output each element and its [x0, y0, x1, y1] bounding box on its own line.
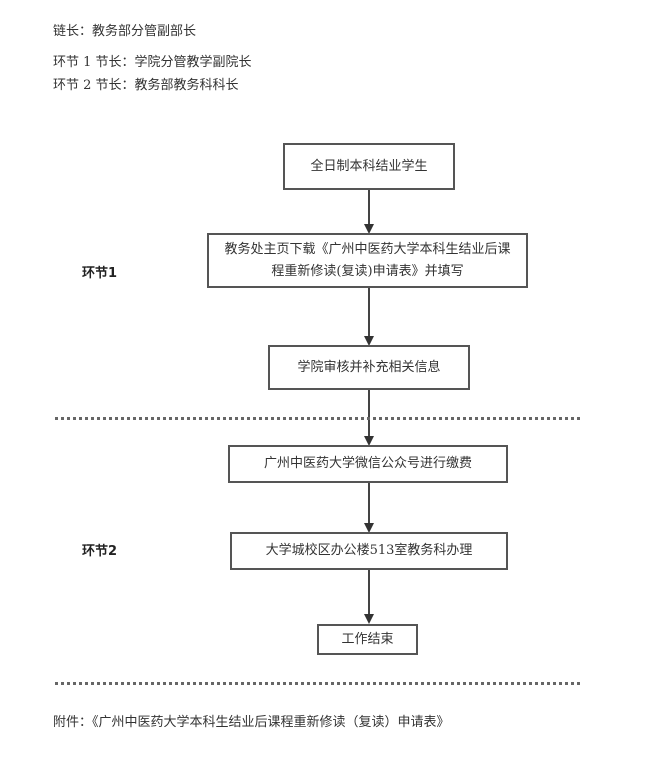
arrow-down-icon [364, 614, 374, 624]
attachment-note: 附件：《广州中医药大学本科生结业后课程重新修读（复读）申请表》 [53, 715, 450, 730]
section-1-label: 环节1 [82, 266, 118, 281]
section1-leader: 环节 1 节长：学院分管教学副院长 [53, 55, 252, 70]
section-divider [55, 417, 580, 420]
arrow-down-icon [364, 224, 374, 234]
connector [368, 570, 370, 615]
section-2-label: 环节2 [82, 544, 118, 559]
connector [368, 483, 370, 523]
connector [368, 190, 370, 225]
section-divider [55, 682, 580, 685]
connector [368, 288, 370, 336]
section2-leader: 环节 2 节长：教务部教务科科长 [53, 78, 239, 93]
arrow-down-icon [364, 436, 374, 446]
step-5-box: 大学城校区办公楼513室教务科办理 [230, 532, 508, 570]
step-2-box: 教务处主页下载《广州中医药大学本科生结业后课程重新修读(复读)申请表》并填写 [207, 233, 528, 288]
chain-leader: 链长：教务部分管副部长 [53, 24, 197, 39]
arrow-down-icon [364, 523, 374, 533]
step-1-box: 全日制本科结业学生 [283, 143, 455, 190]
step-3-box: 学院审核并补充相关信息 [268, 345, 470, 390]
connector [368, 390, 370, 436]
arrow-down-icon [364, 336, 374, 346]
step-4-box: 广州中医药大学微信公众号进行缴费 [228, 445, 508, 483]
step-6-box: 工作结束 [317, 624, 418, 655]
